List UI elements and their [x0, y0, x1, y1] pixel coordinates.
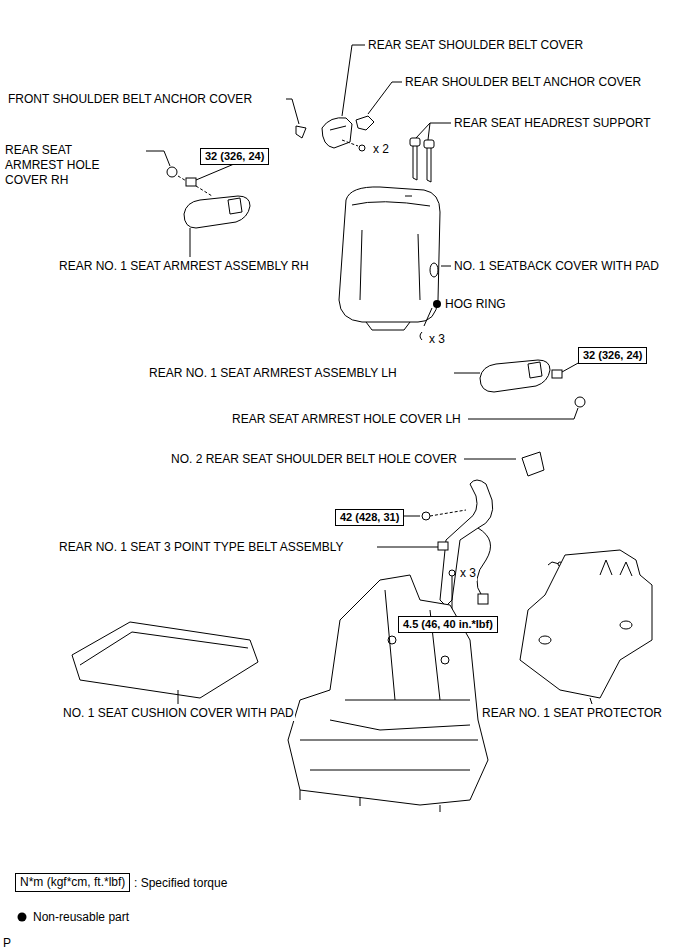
- part-name: NO. 1 SEAT CUSHION COVER WITH PAD: [62, 706, 295, 721]
- part-name: REAR NO. 1 SEAT ARMREST ASSEMBLY RH: [58, 259, 310, 274]
- part-name: REAR NO. 1 SEAT ARMREST ASSEMBLY LH: [148, 366, 398, 381]
- torque-spec-box: 4.5 (46, 40 in.*lbf): [398, 616, 498, 633]
- torque-spec-box: 32 (326, 24): [578, 347, 647, 364]
- legend-text: : Specified torque: [134, 876, 227, 891]
- quantity: x 3: [459, 566, 477, 581]
- quantity: x 3: [428, 332, 446, 347]
- part-name: REAR SEAT ARMREST HOLE COVER RH: [4, 143, 131, 188]
- torque-value: 4.5 (46, 40 in.*lbf): [403, 618, 493, 630]
- torque-spec-box: 32 (326, 24): [200, 148, 269, 165]
- part-name: REAR NO. 1 SEAT PROTECTOR: [481, 706, 663, 721]
- legend-text: Non-reusable part: [33, 910, 129, 925]
- part-name: NO. 1 SEATBACK COVER WITH PAD: [453, 259, 660, 274]
- part-name: REAR NO. 1 SEAT 3 POINT TYPE BELT ASSEMB…: [58, 540, 345, 555]
- torque-value: N*m (kgf*cm, ft.*lbf): [20, 875, 125, 889]
- torque-value: 42 (428, 31): [340, 511, 399, 523]
- torque-value: 32 (326, 24): [205, 150, 264, 162]
- torque-value: 32 (326, 24): [583, 349, 642, 361]
- torque-spec-box: 42 (428, 31): [335, 509, 404, 526]
- part-name: REAR SEAT SHOULDER BELT COVER: [367, 38, 584, 53]
- legend-torque-box: N*m (kgf*cm, ft.*lbf): [15, 873, 130, 892]
- figure-code: P: [2, 936, 12, 951]
- quantity: x 2: [372, 142, 390, 157]
- part-name: NO. 2 REAR SEAT SHOULDER BELT HOLE COVER: [170, 452, 458, 467]
- part-name: REAR SEAT HEADREST SUPPORT: [453, 116, 652, 131]
- part-name: REAR SHOULDER BELT ANCHOR COVER: [404, 75, 642, 90]
- part-name: HOG RING: [444, 297, 507, 312]
- part-name: FRONT SHOULDER BELT ANCHOR COVER: [7, 92, 253, 107]
- part-name: REAR SEAT ARMREST HOLE COVER LH: [231, 412, 462, 427]
